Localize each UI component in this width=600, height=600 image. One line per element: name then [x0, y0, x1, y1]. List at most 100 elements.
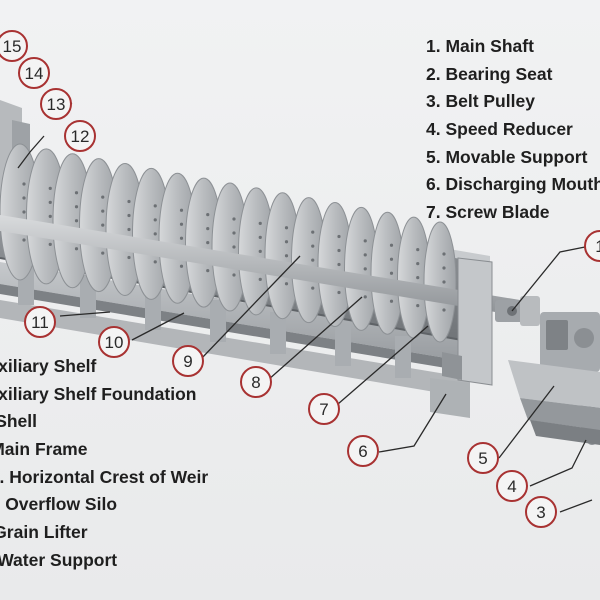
callout-circle	[40, 88, 72, 120]
blade-bolt	[22, 210, 26, 214]
blade-bolt	[416, 276, 420, 280]
callout-15: 15	[0, 30, 28, 62]
legend-right: 1. Main Shaft 2. Bearing Seat 3. Belt Pu…	[426, 33, 600, 227]
callout-circle	[24, 306, 56, 338]
callout-number: 5	[478, 449, 487, 468]
blade-bolt	[442, 308, 446, 312]
bearing-seat	[495, 296, 540, 326]
blade-bolt	[232, 231, 236, 235]
legend-item-water-support: 15. Water Support	[0, 547, 208, 575]
callout-14: 14	[18, 57, 50, 89]
blade-bolt	[363, 295, 367, 299]
blade-bolt	[206, 227, 210, 231]
screw-blades	[0, 143, 457, 343]
callout-number: 1	[595, 237, 600, 256]
blade-bolt	[311, 230, 315, 234]
legend-text: 9. Auxiliary Shelf Foundation	[0, 383, 197, 404]
blade-bolt	[363, 239, 367, 243]
callout-10: 10	[98, 326, 130, 358]
blade-bolt	[337, 234, 341, 239]
callout-number: 9	[183, 352, 192, 371]
blade-bolt	[284, 226, 289, 230]
legend-left: 8. Auxiliary Shelf 9. Auxiliary Shelf Fo…	[0, 353, 208, 575]
screw-blade	[423, 221, 457, 343]
blade-bolt	[22, 196, 26, 200]
legend-item-grain-lifter: 14. Grain Lifter	[0, 519, 208, 547]
legend-text: 15. Water Support	[0, 549, 118, 570]
callout-number: 7	[319, 400, 328, 419]
blade-bolt	[206, 269, 210, 273]
blade-bolt	[258, 277, 262, 281]
callout-circle	[525, 496, 557, 528]
callout-circle	[240, 366, 272, 398]
callout-number: 14	[25, 64, 44, 83]
blade-bolt	[127, 199, 131, 204]
legend-item-belt-pulley: 3. Belt Pulley	[426, 91, 535, 112]
legend-text: 10. Shell	[0, 411, 38, 432]
callout-5: 5	[467, 442, 499, 474]
callout-circle	[0, 30, 28, 62]
legend-text: 11. Main Frame	[0, 439, 88, 460]
legend-item-auxiliary-shelf-foundation: 9. Auxiliary Shelf Foundation	[0, 381, 208, 409]
blade-bolt	[284, 254, 289, 258]
blade-bolt	[232, 273, 236, 277]
blade-bolt	[258, 249, 262, 253]
blade-bolt	[284, 282, 289, 286]
blade-bolt	[127, 255, 131, 260]
callout-circle	[64, 120, 96, 152]
callout-11: 11	[24, 306, 56, 338]
callout-circle	[172, 345, 204, 377]
blade-bolt	[416, 248, 420, 252]
legend-text: 8. Auxiliary Shelf	[0, 356, 97, 376]
blade-bolt	[101, 195, 105, 199]
blade-bolt	[337, 262, 341, 267]
legend-text: 13. Overflow Silo	[0, 494, 118, 515]
legend-item-overflow-silo: 13. Overflow Silo	[0, 491, 208, 519]
legend-item-auxiliary-shelf: 8. Auxiliary Shelf	[0, 353, 208, 381]
blade-bolt	[337, 290, 341, 295]
blade-bolt	[101, 209, 105, 213]
callout-13: 13	[40, 88, 72, 120]
legend-item-shell: 10. Shell	[0, 408, 208, 436]
blade-bolt	[363, 253, 367, 257]
legend-item-bearing-seat: 2. Bearing Seat	[426, 63, 553, 84]
legend-item-discharging-mouth: 6. Discharging Mouth	[426, 174, 600, 195]
blade-bolt	[48, 214, 52, 218]
callout-circle	[18, 57, 50, 89]
blade-bolt	[284, 240, 289, 244]
leader-lines	[17, 102, 593, 513]
blade-bolt	[416, 262, 420, 266]
callout-number: 15	[3, 37, 22, 56]
movable-support	[508, 360, 600, 445]
callout-number: 12	[71, 127, 90, 146]
blade-bolt	[311, 258, 315, 262]
callout-circle	[98, 326, 130, 358]
blade-bolt	[363, 267, 367, 271]
blade-bolt	[258, 221, 262, 225]
legend-item-movable-support: 5. Movable Support	[426, 146, 588, 167]
callout-number: 8	[251, 373, 260, 392]
callout-12: 12	[64, 120, 96, 152]
blade-bolt	[153, 218, 157, 222]
blade-bolt	[206, 241, 210, 245]
blade-bolt	[389, 257, 394, 261]
legend-item-main-frame: 11. Main Frame	[0, 436, 208, 464]
blade-bolt	[179, 208, 184, 212]
blade-bolt	[206, 213, 210, 217]
blade-bolt	[74, 247, 79, 251]
blade-bolt	[337, 248, 341, 253]
blade-bolt	[311, 286, 315, 290]
blade-bolt	[127, 227, 131, 232]
callout-3: 3	[525, 496, 557, 528]
blade-bolt	[153, 260, 157, 264]
discharging-mouth	[430, 257, 493, 418]
blade-bolt	[232, 245, 236, 249]
callout-circle	[584, 230, 600, 262]
callout-7: 7	[308, 393, 340, 425]
callout-9: 9	[172, 345, 204, 377]
callout-circle	[308, 393, 340, 425]
legend-item-screw-blade: 7. Screw Blade	[426, 202, 550, 223]
blade-bolt	[442, 280, 446, 284]
